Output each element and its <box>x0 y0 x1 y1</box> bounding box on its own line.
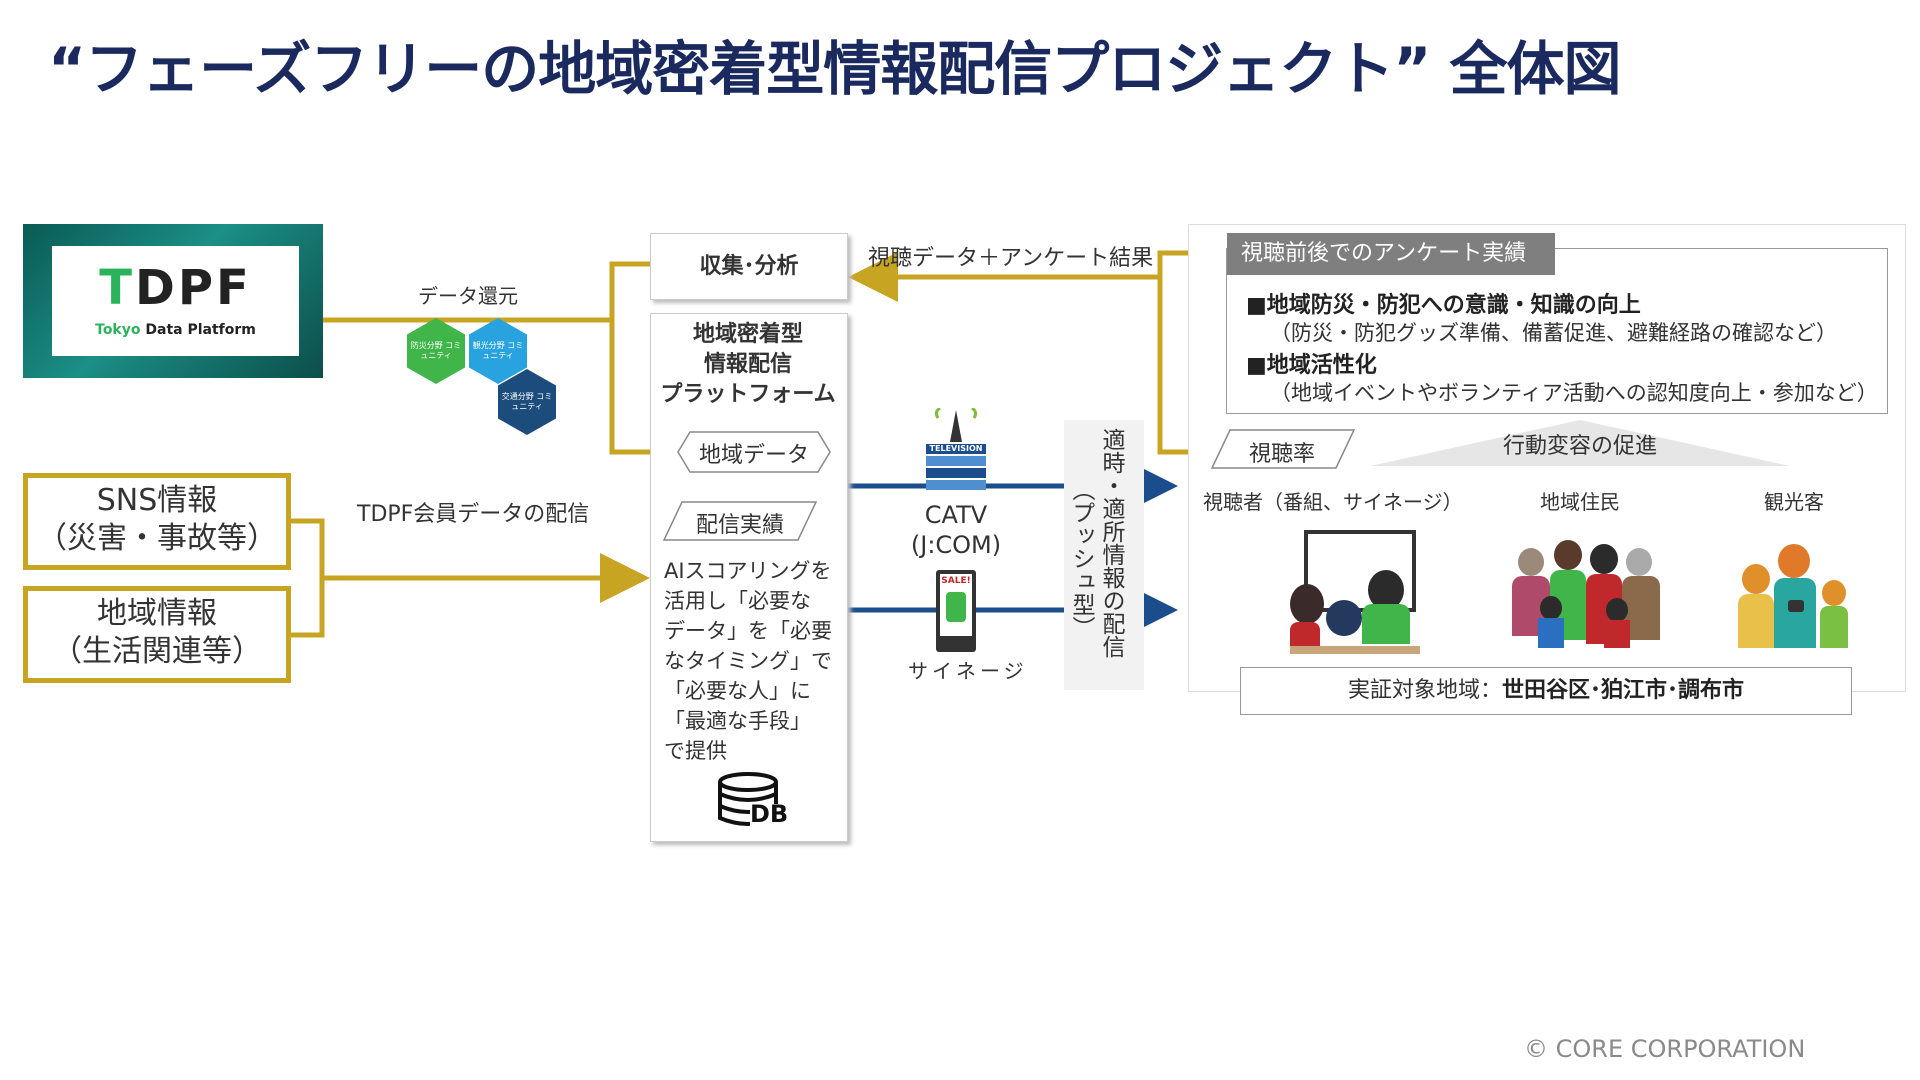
signage-label: サイネージ <box>908 659 1028 683</box>
collect-analysis-box: 収集･分析 <box>650 233 848 300</box>
survey-bullet-disaster: ■地域防災・防犯への意識・知識の向上 <box>1246 293 1641 318</box>
signage-icon: SALE! <box>936 570 976 652</box>
catv-label: CATV (J:COM) <box>910 501 1002 559</box>
sale-label: SALE! <box>941 576 971 586</box>
audience-viewers-label: 視聴者（番組、サイネージ） <box>1203 490 1463 514</box>
push-delivery-box <box>1064 420 1144 690</box>
push-delivery-text: 適時・適所情報の配信 <box>1098 428 1124 658</box>
audience-residents-label: 地域住民 <box>1540 490 1620 514</box>
survey-results-header: 視聴前後でのアンケート実績 <box>1227 233 1555 275</box>
verification-areas: 世田谷区･狛江市･調布市 <box>1502 678 1745 703</box>
verification-prefix: 実証対象地域： <box>1347 678 1502 703</box>
copyright-notice: © CORE CORPORATION <box>1524 1035 1806 1063</box>
tdpf-logo-subtitle: Tokyo Data Platform <box>95 322 256 338</box>
television-tower-icon: TELEVISION <box>926 406 986 498</box>
viewers-illustration <box>1290 526 1420 656</box>
viewing-rate-shape <box>1210 429 1356 469</box>
data-return-label: データ還元 <box>418 284 518 308</box>
region-info-sub: （生活関連等） <box>52 634 262 669</box>
audience-tourists-label: 観光客 <box>1764 490 1824 514</box>
survey-results-box <box>1226 248 1888 414</box>
platform-box <box>650 313 848 842</box>
sns-info-box: SNS情報 （災害・事故等） <box>23 473 291 570</box>
input-bracket <box>288 518 325 638</box>
behavior-change-label: 行動変容の促進 <box>1502 434 1657 459</box>
regional-data-shape <box>677 431 831 473</box>
television-label: TELEVISION <box>929 444 983 453</box>
platform-title: 地域密着型 情報配信 プラットフォーム <box>660 322 836 407</box>
database-label: DB <box>750 800 789 828</box>
residents-illustration <box>1510 540 1670 650</box>
delivery-record-label: 配信実績 <box>695 513 784 538</box>
region-info-title: 地域情報 <box>97 596 217 631</box>
delivery-record-shape <box>662 501 818 541</box>
viewing-rate-label: 視聴率 <box>1248 442 1315 467</box>
push-type-text: （プッシュ型） <box>1068 478 1094 639</box>
tourists-illustration <box>1738 540 1854 650</box>
region-info-box: 地域情報 （生活関連等） <box>23 586 291 683</box>
viewing-data-label: 視聴データ＋アンケート結果 <box>868 246 1154 271</box>
survey-bullet-revitalization-detail: （地域イベントやボランティア活動への認知度向上・参加など） <box>1270 381 1878 405</box>
behavior-change-shape <box>1370 420 1790 466</box>
verification-area: 実証対象地域：世田谷区･狛江市･調布市 <box>1240 667 1852 715</box>
sns-info-sub: （災害・事故等） <box>37 521 277 556</box>
survey-bullet-disaster-detail: （防災・防犯グッズ準備、備蓄促進、避難経路の確認など） <box>1270 321 1837 345</box>
tdpf-logo-text: TDPF <box>99 260 252 316</box>
page-title: “フェーズフリーの地域密着型情報配信プロジェクト” 全体図 <box>48 35 1622 103</box>
sns-info-title: SNS情報 <box>96 483 218 518</box>
member-data-label: TDPF会員データの配信 <box>357 502 590 527</box>
platform-description: AIスコアリングを 活用し「必要な データ」を「必要 なタイミング」で 「必要な… <box>664 559 832 763</box>
survey-bullet-revitalization: ■地域活性化 <box>1246 353 1377 378</box>
tdpf-logo: TDPF Tokyo Data Platform <box>52 246 299 356</box>
database-icon <box>718 772 792 830</box>
regional-data-label: 地域データ <box>698 443 809 468</box>
